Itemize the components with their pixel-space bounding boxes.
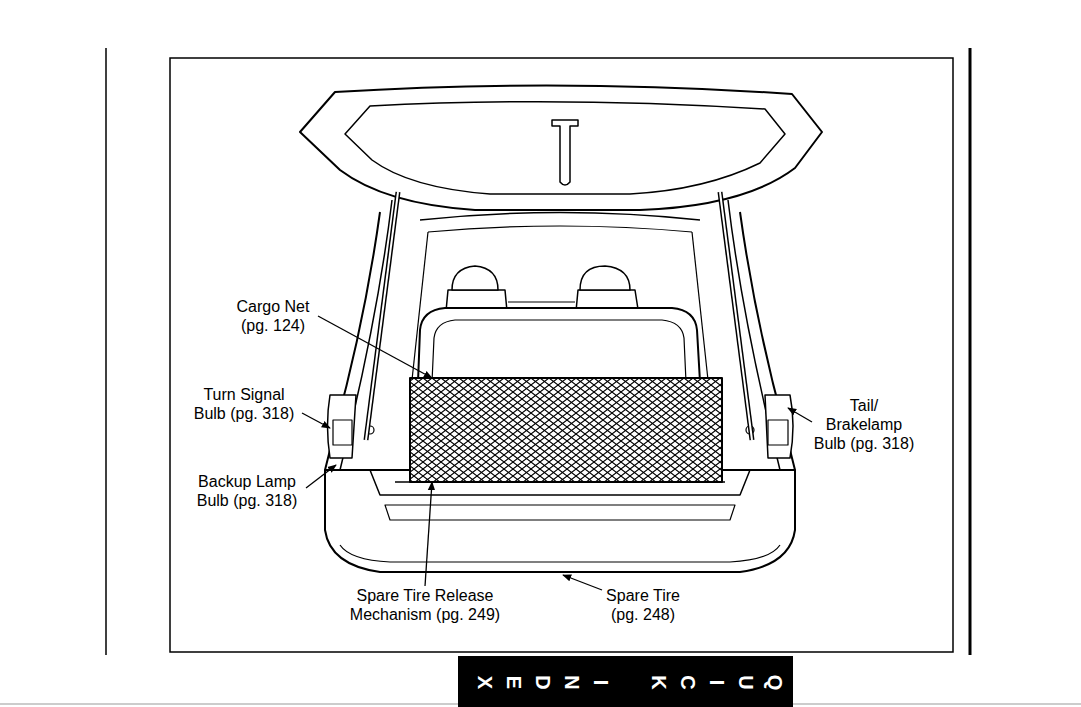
leader-line xyxy=(425,482,432,586)
right-lamp-lens xyxy=(768,420,788,445)
tab-text: QUICK INDEX xyxy=(466,670,785,693)
gas-strut xyxy=(720,192,752,440)
liftgate-window xyxy=(345,102,785,194)
dashboard xyxy=(508,301,575,302)
figure-rules xyxy=(0,48,1081,704)
headrest xyxy=(452,266,498,290)
index-tab: QUICK INDEX xyxy=(458,656,793,707)
body-side xyxy=(740,212,795,470)
part-callout: Spare Tire Release Mechanism (pg. 249) xyxy=(345,586,505,624)
minivan-drawing xyxy=(300,85,822,572)
liftgate xyxy=(300,85,822,210)
leader-line xyxy=(563,575,602,590)
rear-bumper xyxy=(325,470,795,572)
gas-strut xyxy=(366,192,398,440)
gas-strut xyxy=(366,192,398,440)
figure-frame xyxy=(170,58,953,652)
left-lamp xyxy=(328,395,357,458)
part-callout: Turn Signal Bulb (pg. 318) xyxy=(189,385,299,423)
left-lamp-lens xyxy=(333,420,352,445)
cargo-floor xyxy=(395,481,725,483)
leader-line xyxy=(302,413,330,428)
leader-line xyxy=(306,465,336,488)
body-side xyxy=(325,212,380,470)
page-rule xyxy=(969,48,972,655)
leader-line xyxy=(318,316,432,378)
part-callout: Backup Lamp Bulb (pg. 318) xyxy=(191,472,303,510)
gas-strut xyxy=(720,192,752,440)
rear-bench xyxy=(418,308,700,382)
roof-edge xyxy=(420,213,700,221)
roof-edge xyxy=(428,226,692,232)
step-pad xyxy=(385,505,735,520)
leader-line xyxy=(788,408,812,422)
leader-lines xyxy=(302,316,812,590)
part-callout: Cargo Net (pg. 124) xyxy=(231,297,315,335)
page-rule xyxy=(105,48,107,655)
cargo-net xyxy=(410,378,722,482)
bumper-edge xyxy=(340,545,780,562)
headrest xyxy=(580,266,630,290)
part-callout: Tail/ Brakelamp Bulb (pg. 318) xyxy=(811,396,917,453)
right-lamp xyxy=(765,395,793,458)
rear-bench xyxy=(432,320,686,382)
liftgate-strap xyxy=(552,120,578,185)
part-callout: Spare Tire (pg. 248) xyxy=(599,586,687,624)
